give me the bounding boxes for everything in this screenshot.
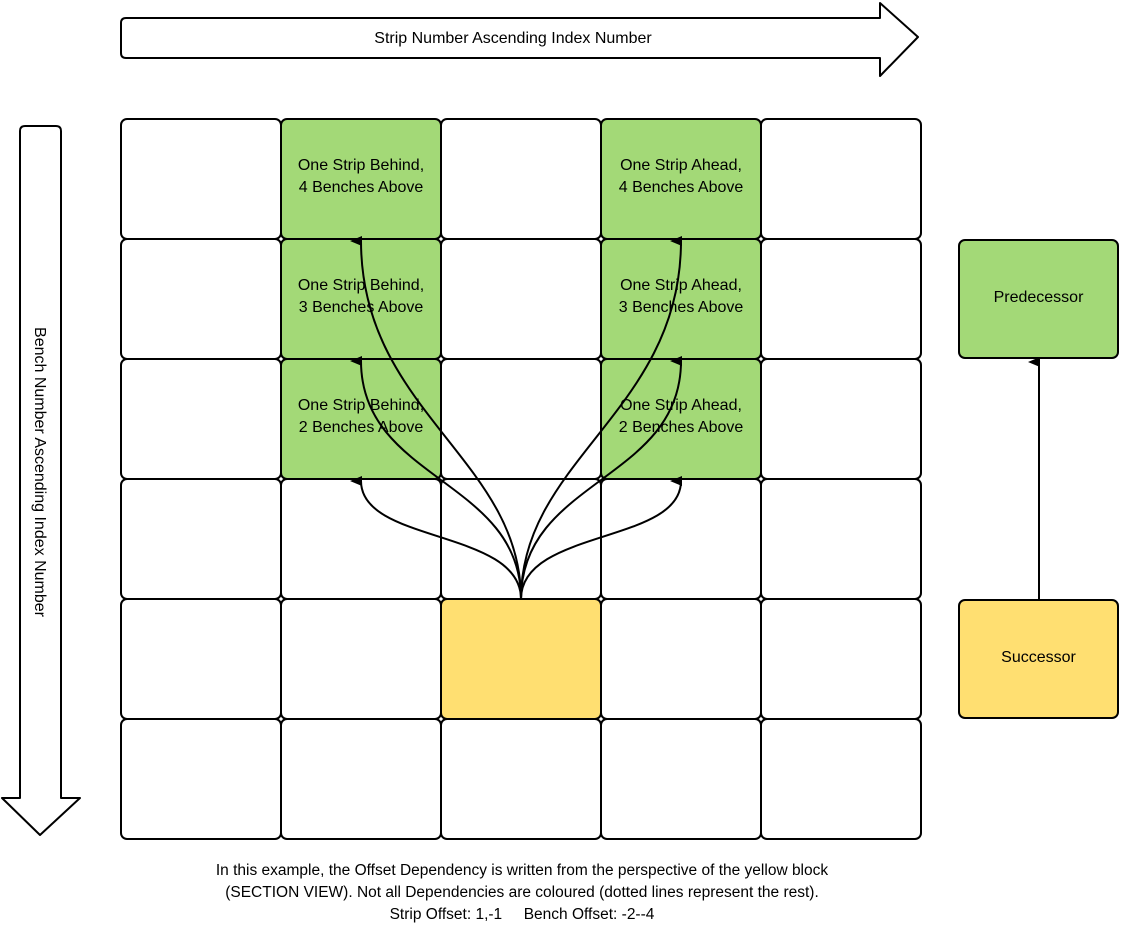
bench-axis-arrow: Bench Number Ascending Index Number [1, 125, 81, 836]
grid-block [760, 118, 922, 240]
dependency-arrow [350, 355, 522, 600]
legend-successor-label: Successor [1001, 649, 1076, 666]
bench-axis-label: Bench Number Ascending Index Number [31, 327, 48, 618]
dependency-arrow [520, 236, 683, 600]
block-label: One Strip Behind, [298, 397, 424, 414]
legend: Predecessor Successor [958, 239, 1119, 719]
bench-offset: Bench Offset: -2--4 [523, 906, 655, 923]
grid-block [440, 238, 602, 360]
grid-block [280, 718, 442, 840]
grid-block [120, 358, 282, 480]
grid-block [600, 718, 762, 840]
dependency-arrow [350, 235, 522, 600]
strip-axis-arrow: Strip Number Ascending Index Number [120, 2, 919, 77]
dependency-arrow [520, 476, 683, 600]
block-label: One Strip Ahead, [620, 277, 742, 294]
grid-block [120, 478, 282, 600]
caption-line-3: Strip Offset: 1,-1 Bench Offset: -2--4 [0, 904, 1044, 926]
legend-successor-box [958, 599, 1119, 719]
block-label: 3 Benches Above [619, 299, 744, 316]
block-label: 4 Benches Above [299, 179, 424, 196]
block-label: 2 Benches Above [619, 419, 744, 436]
dependency-arrow [350, 475, 522, 600]
grid-block [600, 478, 762, 600]
strip-axis-label: Strip Number Ascending Index Number [374, 30, 652, 47]
block-label: One Strip Behind, [298, 157, 424, 174]
grid-block [280, 598, 442, 720]
grid-block [280, 478, 442, 600]
dependency-arrows [350, 235, 683, 600]
grid-block [600, 598, 762, 720]
caption: In this example, the Offset Dependency i… [0, 860, 1044, 926]
block-label: One Strip Ahead, [620, 397, 742, 414]
successor-block [440, 598, 602, 720]
strip-offset: Strip Offset: 1,-1 [389, 906, 503, 923]
grid-block [440, 718, 602, 840]
grid-block [440, 118, 602, 240]
block-label: One Strip Ahead, [620, 157, 742, 174]
grid-block [120, 598, 282, 720]
grid-block [760, 358, 922, 480]
grid-block [760, 238, 922, 360]
grid-block [120, 238, 282, 360]
block-label: One Strip Behind, [298, 277, 424, 294]
block-label: 4 Benches Above [619, 179, 744, 196]
dependency-arrow [520, 356, 683, 600]
grid-block [760, 598, 922, 720]
block-label: 3 Benches Above [299, 299, 424, 316]
caption-line-2: (SECTION VIEW). Not all Dependencies are… [225, 884, 819, 901]
caption-line-1: In this example, the Offset Dependency i… [215, 862, 829, 879]
legend-predecessor-label: Predecessor [994, 289, 1084, 306]
grid-block [120, 118, 282, 240]
grid-block [760, 718, 922, 840]
block-label: 2 Benches Above [299, 419, 424, 436]
grid-block [120, 718, 282, 840]
grid-block [760, 478, 922, 600]
